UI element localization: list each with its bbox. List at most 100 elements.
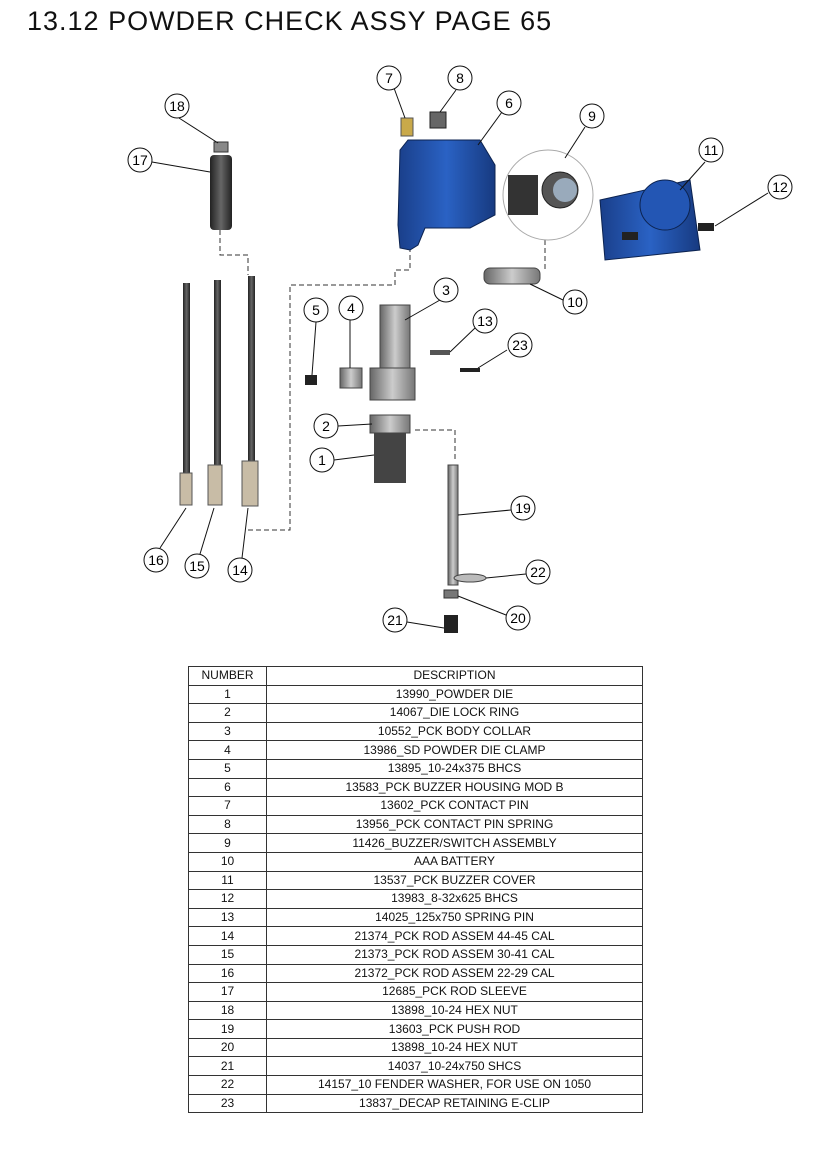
part-number-cell: 6 (188, 777, 267, 798)
part-number-cell: 16 (188, 963, 267, 984)
callout-label: 12 (772, 179, 788, 195)
callout-circle (338, 295, 364, 321)
part-description-cell: 14037_10-24x750 SHCS (266, 1056, 643, 1077)
callout-20: 20 (505, 605, 531, 631)
callout-11: 11 (698, 137, 724, 163)
part-description-cell: 13990_POWDER DIE (266, 684, 643, 705)
part-number-cell: 17 (188, 982, 267, 1002)
buzzer-housing-part (397, 139, 496, 251)
part-number-cell: 19 (188, 1019, 267, 1039)
part-description-cell: 21374_PCK ROD ASSEM 44-45 CAL (266, 926, 643, 946)
callout-3: 3 (433, 277, 459, 303)
callout-label: 18 (169, 98, 185, 114)
callout-label: 1 (318, 452, 326, 468)
part-number-cell: 20 (188, 1037, 267, 1058)
callout-label: 2 (322, 418, 330, 434)
callout-label: 9 (588, 108, 596, 124)
part-number-cell: 7 (188, 796, 267, 816)
callout-label: 8 (456, 70, 464, 86)
callout-1: 1 (309, 447, 335, 473)
callout-label: 14 (232, 562, 248, 578)
callout-13: 13 (472, 308, 498, 334)
part-description-cell: 12685_PCK ROD SLEEVE (266, 982, 643, 1002)
part-number-cell: 14 (188, 926, 267, 946)
part-description-cell: 13602_PCK CONTACT PIN (266, 796, 643, 816)
callout-circle (698, 137, 724, 163)
callout-18: 18 (164, 93, 190, 119)
part-description-cell: 14025_125x750 SPRING PIN (266, 907, 643, 928)
callout-7: 7 (376, 65, 402, 91)
part-number-cell: 5 (188, 758, 267, 779)
part-description-cell: 13583_PCK BUZZER HOUSING MOD B (266, 777, 643, 798)
callout-circle (143, 547, 169, 573)
part-description-cell: 13983_8-32x625 BHCS (266, 889, 643, 909)
callout-circle (303, 297, 329, 323)
part-number-cell: 1 (188, 684, 267, 705)
callout-circle (472, 308, 498, 334)
callout-label: 3 (442, 282, 450, 298)
rod-assemblies (179, 276, 259, 507)
callout-label: 16 (148, 552, 164, 568)
part-number-cell: 22 (188, 1075, 267, 1095)
part-number-cell: 21 (188, 1056, 267, 1077)
callout-circle (562, 289, 588, 315)
callout-6: 6 (496, 90, 522, 116)
part-number-cell: 12 (188, 889, 267, 909)
table-header-row: NUMBER DESCRIPTION (188, 666, 643, 686)
part-number-cell: 9 (188, 833, 267, 853)
callout-circle (579, 103, 605, 129)
callout-5: 5 (303, 297, 329, 323)
callout-circle (505, 605, 531, 631)
callout-10: 10 (562, 289, 588, 315)
callout-circle (164, 93, 190, 119)
part-description-cell: 13603_PCK PUSH ROD (266, 1019, 643, 1039)
part-description-cell: 21372_PCK ROD ASSEM 22-29 CAL (266, 963, 643, 984)
callout-label: 15 (189, 558, 205, 574)
part-number-cell: 11 (188, 870, 267, 891)
callout-circle (227, 557, 253, 583)
number-column-header: NUMBER (188, 666, 267, 686)
part-description-cell: 13537_PCK BUZZER COVER (266, 870, 643, 891)
callout-label: 21 (387, 612, 403, 628)
assembly-lines (219, 230, 546, 531)
callout-circle (313, 413, 339, 439)
callout-circle (127, 147, 153, 173)
callout-17: 17 (127, 147, 153, 173)
part-description-cell: 21373_PCK ROD ASSEM 30-41 CAL (266, 944, 643, 965)
callout-label: 6 (505, 95, 513, 111)
part-description-cell: 14157_10 FENDER WASHER, FOR USE ON 1050 (266, 1075, 643, 1095)
part-description-cell: 13956_PCK CONTACT PIN SPRING (266, 814, 643, 835)
part-description-cell: 13898_10-24 HEX NUT (266, 1037, 643, 1058)
callout-circle (382, 607, 408, 633)
callout-circle (309, 447, 335, 473)
callout-label: 7 (385, 70, 393, 86)
part-number-cell: 4 (188, 740, 267, 760)
callout-12: 12 (767, 174, 793, 200)
callout-15: 15 (184, 553, 210, 579)
callout-circle (496, 90, 522, 116)
part-description-cell: 10552_PCK BODY COLLAR (266, 721, 643, 742)
part-description-cell: 13986_SD POWDER DIE CLAMP (266, 740, 643, 760)
callout-4: 4 (338, 295, 364, 321)
part-description-cell: 14067_DIE LOCK RING (266, 703, 643, 723)
part-number-cell: 10 (188, 851, 267, 872)
callout-circle (510, 495, 536, 521)
callout-circle (184, 553, 210, 579)
